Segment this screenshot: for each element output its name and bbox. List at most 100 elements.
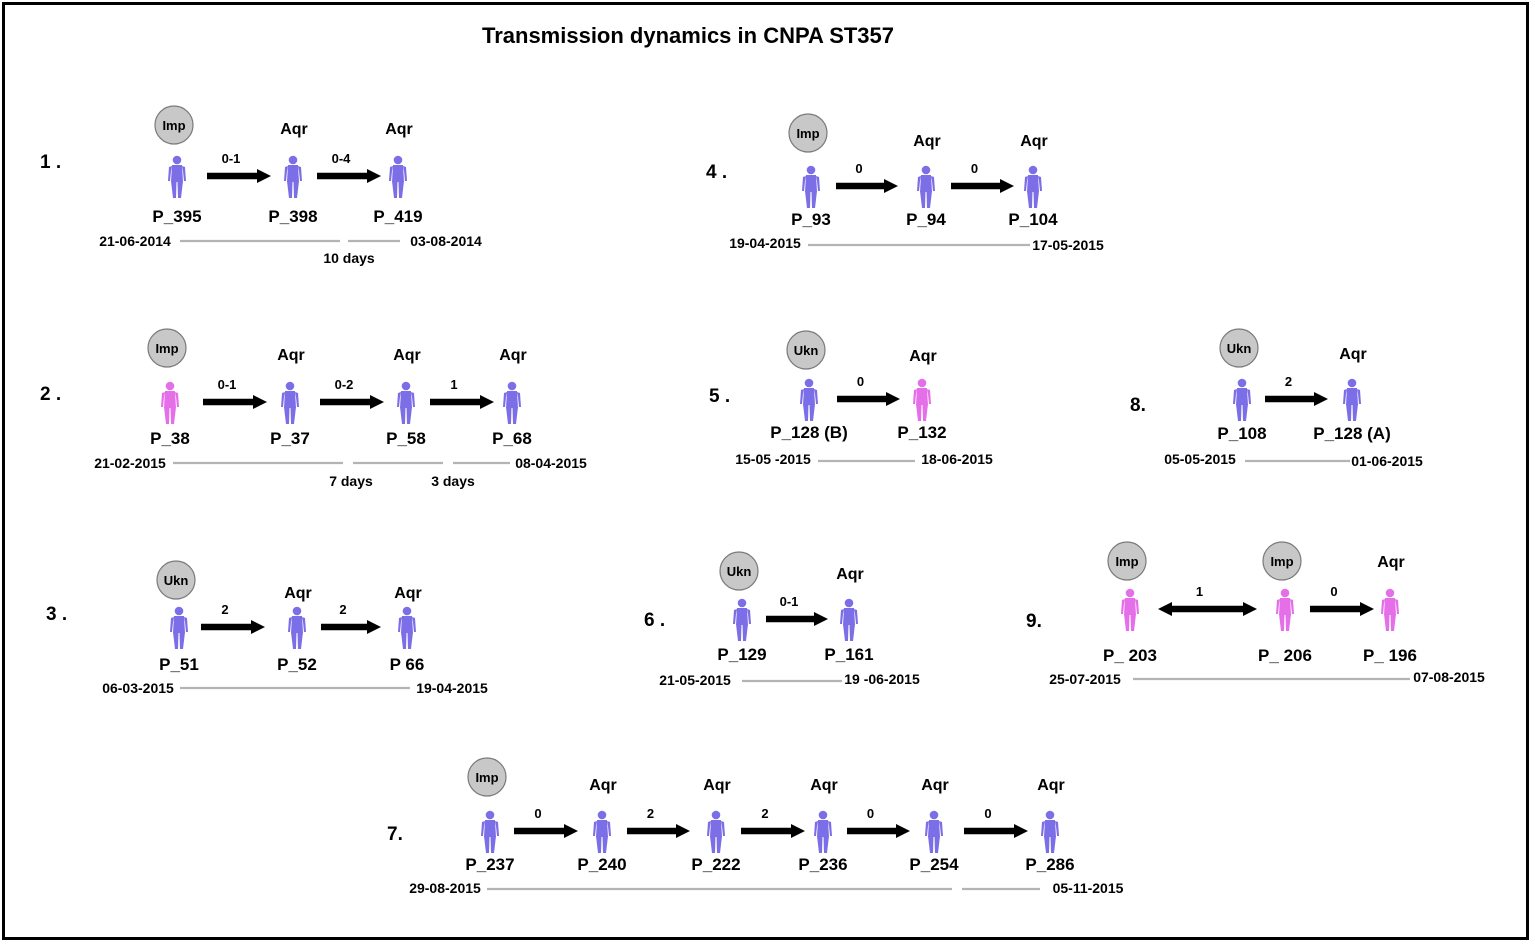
patient-id: P 66: [390, 655, 425, 674]
person-icon: [168, 155, 186, 198]
person-icon: [707, 810, 725, 853]
person-icon: [1233, 378, 1251, 421]
person-torso: [803, 388, 815, 405]
person-torso: [920, 175, 932, 192]
transmission-count: 2: [339, 602, 346, 617]
person-left-arm: [161, 392, 165, 407]
person-right-leg: [1033, 191, 1039, 208]
patient-id: P_128 (A): [1313, 424, 1390, 443]
person-torso: [1384, 598, 1396, 615]
status-label: Imp: [475, 770, 498, 785]
person-torso: [401, 616, 413, 633]
person-torso: [1346, 388, 1358, 405]
person-head: [1028, 165, 1038, 175]
person-head: [1237, 378, 1247, 388]
transmission-count: 0: [855, 161, 862, 176]
transmission-count: 0-1: [222, 151, 241, 166]
person-icon: [925, 810, 943, 853]
person-head: [737, 598, 747, 608]
person-left-arm: [1276, 599, 1280, 614]
group-number: 5 .: [709, 386, 730, 407]
person-right-arm: [495, 821, 499, 836]
transmission-count: 0-2: [335, 377, 354, 392]
status-bubble: [156, 560, 196, 600]
transmission-count: 2: [761, 806, 768, 821]
person-right-leg: [406, 407, 412, 424]
person-icon: [398, 606, 416, 649]
person-left-arm: [1121, 599, 1125, 614]
person-left-arm: [593, 821, 597, 836]
person-left-leg: [400, 407, 406, 424]
person-icon: [503, 381, 521, 424]
end-date: 01-06-2015: [1351, 453, 1423, 469]
person-icon: [281, 381, 299, 424]
end-date: 07-08-2015: [1413, 669, 1485, 685]
person-torso: [171, 165, 183, 182]
person-right-leg: [407, 632, 413, 649]
patient-id: P_419: [373, 207, 422, 226]
person-icon: [1343, 378, 1361, 421]
person-right-leg: [602, 836, 608, 853]
person-icon: [397, 381, 415, 424]
person-head: [1385, 588, 1395, 598]
person-left-leg: [805, 191, 811, 208]
person-right-leg: [1130, 614, 1136, 631]
person-right-leg: [849, 624, 855, 641]
person-left-arm: [481, 821, 485, 836]
start-date: 05-05-2015: [1164, 451, 1236, 467]
transmission-arrow: [964, 824, 1028, 838]
person-right-arm: [854, 609, 858, 624]
patient-id: P_236: [798, 855, 847, 874]
patient-id: P_52: [277, 655, 317, 674]
person-right-arm: [1290, 599, 1294, 614]
person-right-arm: [816, 176, 820, 191]
group-number: 1 .: [40, 152, 61, 173]
person-right-arm: [828, 821, 832, 836]
patient-id: P_38: [150, 429, 190, 448]
end-date: 08-04-2015: [515, 455, 587, 471]
person-head: [711, 810, 721, 820]
status-label: Aqr: [277, 347, 305, 364]
end-date: 05-11-2015: [1053, 880, 1124, 896]
person-head: [165, 381, 175, 391]
status-bubble: [1262, 541, 1302, 581]
person-right-leg: [809, 404, 815, 421]
person-left-arm: [814, 821, 818, 836]
transmission-arrow: [207, 169, 271, 183]
group-number: 4 .: [706, 162, 727, 183]
transmission-count: 0: [984, 806, 991, 821]
person-right-leg: [290, 407, 296, 424]
person-left-arm: [840, 609, 844, 624]
person-head: [804, 378, 814, 388]
patient-id: P_68: [492, 429, 532, 448]
start-date: 21-06-2014: [99, 233, 171, 249]
person-icon: [593, 810, 611, 853]
person-left-leg: [1279, 614, 1285, 631]
status-label: Aqr: [1037, 777, 1065, 794]
person-icon: [913, 378, 931, 421]
person-left-leg: [291, 632, 297, 649]
status-label: Imp: [1270, 554, 1293, 569]
transmission-arrow: [1265, 392, 1328, 406]
status-label: Aqr: [810, 777, 838, 794]
person-head: [921, 165, 931, 175]
transmission-arrow: [321, 620, 381, 634]
person-right-leg: [926, 191, 932, 208]
person-head: [174, 606, 184, 616]
person-right-arm: [298, 166, 302, 181]
status-label: Aqr: [394, 585, 422, 602]
person-icon: [733, 598, 751, 641]
person-torso: [928, 820, 940, 837]
person-right-arm: [939, 821, 943, 836]
status-label: Aqr: [1020, 133, 1048, 150]
status-bubble: [147, 328, 187, 368]
status-label: Ukn: [1227, 341, 1252, 356]
person-icon: [389, 155, 407, 198]
status-bubble: [1219, 328, 1259, 368]
transmission-count: 0: [534, 806, 541, 821]
transmission-arrow: [203, 395, 267, 409]
patient-id: P_222: [691, 855, 740, 874]
